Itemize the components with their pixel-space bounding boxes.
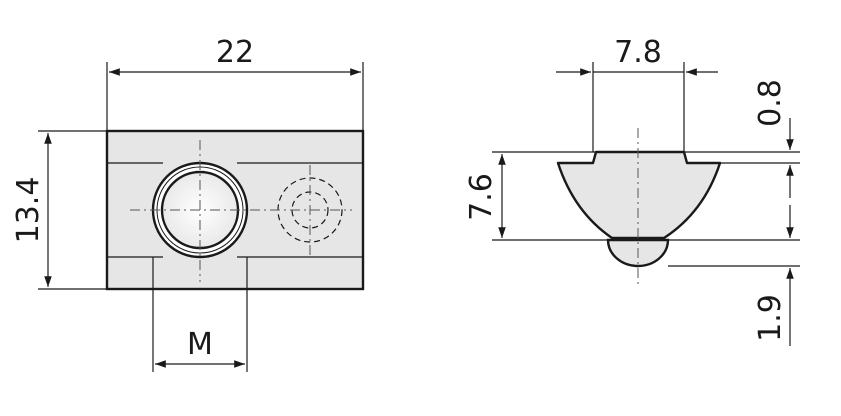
nut-profile <box>556 150 722 240</box>
dimension-body-height-label: 7.6 <box>464 173 499 221</box>
dimension-lip-label: 0.8 <box>753 79 788 127</box>
dimension-thread-label: M <box>187 327 213 362</box>
top-view: 22 13.4 M <box>11 35 365 372</box>
dimension-top-width-label: 7.8 <box>614 35 662 70</box>
dimension-ball-label: 1.9 <box>753 294 788 342</box>
dimension-width-label: 22 <box>216 35 254 70</box>
side-view: 7.8 0.8 7.6 1.9 <box>464 35 800 346</box>
dimension-height-label: 13.4 <box>11 177 46 244</box>
